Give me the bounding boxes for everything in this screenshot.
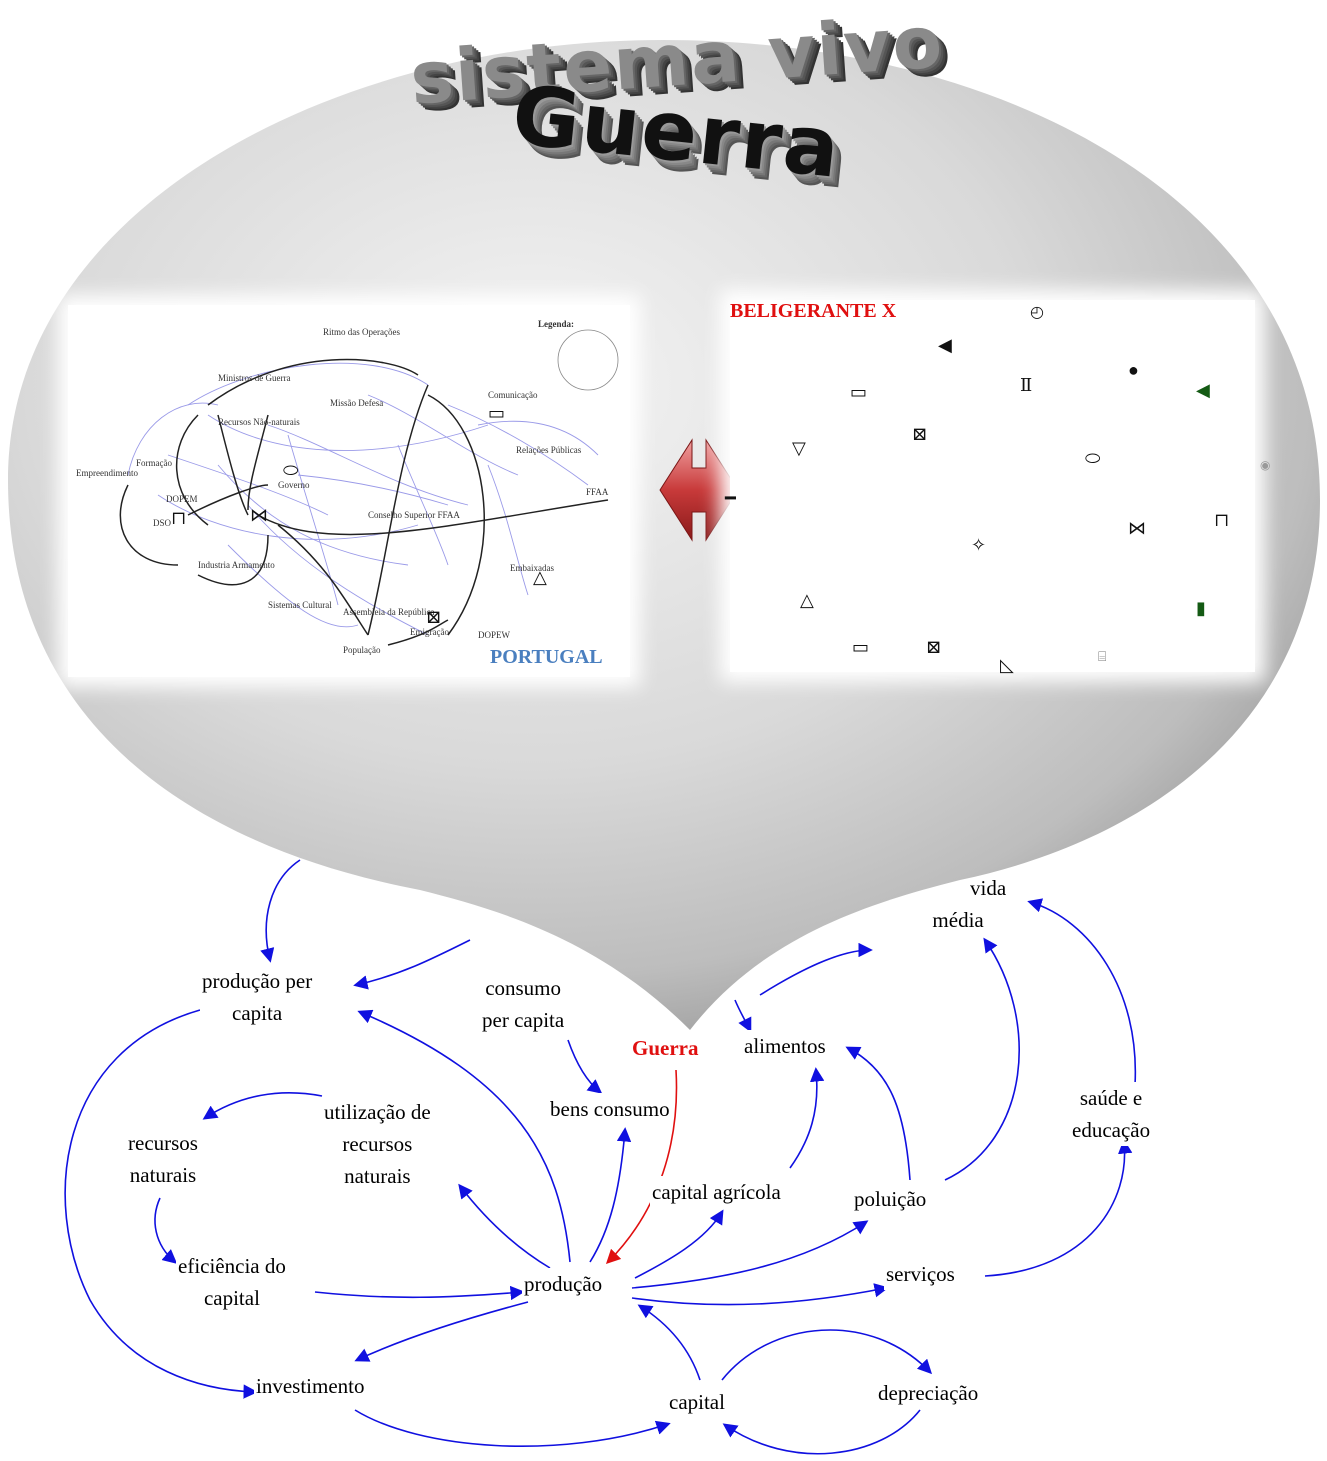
link-producao-to-bens bbox=[589, 1127, 632, 1263]
pt-node-embaixadas: Embaixadas bbox=[510, 563, 554, 573]
link-alimentos-to-vida bbox=[759, 942, 873, 996]
link-ppc-to-investimento bbox=[64, 1009, 258, 1399]
link-poluicao-to-alimentos bbox=[845, 1046, 911, 1181]
down-triangle-icon: ▽ bbox=[792, 438, 806, 458]
link-capagr-to-alimentos bbox=[789, 1067, 825, 1169]
link-consumo-to-bens bbox=[567, 1039, 603, 1094]
pt-node-populacao: População bbox=[343, 645, 381, 655]
small-dot-icon: ◉ bbox=[1260, 458, 1271, 472]
pt-node-sistemas: Sistemas Cultural bbox=[268, 600, 332, 610]
bracket-icon: ⊓ bbox=[1214, 510, 1230, 530]
link-capital-to-producao bbox=[637, 1304, 701, 1381]
link-producao-to-investimento bbox=[354, 1301, 529, 1362]
clock-icon: ◴ bbox=[1030, 304, 1044, 321]
node-alimentos: alimentos bbox=[742, 1030, 828, 1062]
link-depreciacao-to-capital bbox=[722, 1409, 921, 1455]
green-block-icon: ▮ bbox=[1196, 598, 1206, 618]
link-producao-to-ppc bbox=[357, 1009, 571, 1263]
node-vida-media: vida média bbox=[932, 876, 1007, 932]
pt-node-dopew: DOPEW bbox=[478, 630, 510, 640]
pt-bow-icon: ⋈ bbox=[250, 505, 268, 525]
pt-node-ministros: Ministros de Guerra bbox=[218, 373, 291, 383]
link-guerra-to-producao bbox=[605, 1069, 678, 1265]
set-square-icon: ◺ bbox=[1000, 655, 1014, 675]
pt-node-formacao: Formação bbox=[136, 458, 172, 468]
node-utilizacao: utilização de recursos naturais bbox=[322, 1096, 433, 1192]
pt-node-dopem: DOPEM bbox=[166, 494, 198, 504]
link-capital-to-depreciacao bbox=[721, 1329, 933, 1381]
link-servicos-to-saude bbox=[984, 1139, 1133, 1277]
arrowhead-icon: ◀ bbox=[938, 335, 952, 355]
link-producao-to-capital-agricola bbox=[634, 1209, 724, 1279]
beligerante-panel: BELIGERANTE X ◴ ◀ ● Ⅱ ◀ ▭ ⊠ ▽ ⬭ ⋈ ⊓ ✧ △ … bbox=[730, 300, 1255, 675]
x-box-icon: ⊠ bbox=[926, 637, 942, 657]
bowtie-box-icon: ⊠ bbox=[912, 424, 928, 444]
node-servicos: serviços bbox=[884, 1258, 957, 1290]
pt-node-dso: DSO bbox=[153, 518, 172, 528]
cylinder-icon: ⌸ bbox=[1098, 650, 1107, 665]
drop-icon: ● bbox=[1128, 360, 1139, 380]
portugal-label: PORTUGAL bbox=[490, 646, 603, 668]
pt-node-conselho: Conselho Superior FFAA bbox=[368, 510, 460, 520]
camera-rect-icon: ▭ bbox=[852, 637, 870, 657]
hourglass-box-icon: ⋈ bbox=[1128, 518, 1146, 538]
chevron-green-icon: ◀ bbox=[1196, 380, 1210, 400]
node-investimento: investimento bbox=[254, 1370, 367, 1402]
link-poluicao-to-vida bbox=[944, 937, 1020, 1181]
node-producao-per-capita: produção per capita bbox=[200, 965, 315, 1029]
pt-node-ffaa: FFAA bbox=[586, 487, 609, 497]
pt-rect-icon: ▭ bbox=[488, 403, 506, 423]
node-poluicao: poluição bbox=[852, 1183, 929, 1215]
portugal-panel: Ritmo das Operações Ministros de Guerra … bbox=[68, 305, 630, 677]
link-utilizacao-to-recursos bbox=[202, 1092, 323, 1120]
link-eficiencia-to-producao bbox=[314, 1285, 525, 1301]
rectangle-tab-icon: ▭ bbox=[850, 382, 868, 402]
pt-triangle-icon: △ bbox=[533, 567, 547, 587]
portugal-diagram bbox=[119, 329, 619, 646]
node-consumo-per-capita: consumo per capita bbox=[482, 976, 565, 1032]
pt-node-missao: Missão Defesa bbox=[330, 398, 384, 408]
link-investimento-to-capital bbox=[354, 1409, 671, 1448]
link-saude-to-vida bbox=[1027, 898, 1137, 1086]
node-saude-educacao: saúde e educação bbox=[1070, 1082, 1153, 1146]
pt-node-assembleia: Assembleia da República bbox=[343, 607, 435, 617]
node-bens-consumo: bens consumo bbox=[548, 1093, 672, 1125]
pt-node-legenda: Legenda: bbox=[538, 319, 574, 329]
pt-node-relacoes: Relações Públicas bbox=[516, 445, 582, 455]
pt-node-comunicacao: Comunicação bbox=[488, 390, 538, 400]
pt-node-empreend: Empreendimento bbox=[76, 468, 138, 478]
link-producao-to-servicos bbox=[631, 1283, 889, 1306]
link-recursos-to-eficiencia bbox=[154, 1197, 178, 1264]
link-producao-to-poluicao bbox=[631, 1220, 869, 1289]
star-icon: ✧ bbox=[971, 535, 987, 555]
pt-node-ritmo: Ritmo das Operações bbox=[323, 327, 400, 337]
beligerante-label: BELIGERANTE X bbox=[730, 300, 897, 322]
pt-node-governo: Governo bbox=[278, 480, 310, 490]
pt-box-icon: ⊠ bbox=[426, 607, 442, 627]
node-eficiencia: eficiência do capital bbox=[176, 1250, 288, 1314]
dash-line-icon: ━ bbox=[725, 488, 736, 508]
gemini-icon: Ⅱ bbox=[1020, 375, 1033, 395]
node-recursos-naturais: recursos naturais bbox=[126, 1127, 200, 1191]
link-alimentos-stub bbox=[734, 999, 752, 1033]
pt-node-recursos: Recursos Não-naturais bbox=[218, 417, 300, 427]
link-top-to-producao-per-capita bbox=[260, 859, 301, 963]
ellipse-icon: ⬭ bbox=[1085, 448, 1101, 468]
node-depreciacao: depreciação bbox=[876, 1377, 981, 1409]
link-producao-to-utilizacao bbox=[458, 1183, 551, 1269]
node-capital-agricola: capital agrícola bbox=[650, 1176, 783, 1208]
triangle-icon: △ bbox=[800, 590, 814, 610]
node-guerra: Guerra bbox=[630, 1032, 701, 1064]
link-consumo-to-ppc bbox=[353, 939, 471, 990]
pt-node-emigracao: Emigração bbox=[410, 627, 449, 637]
node-producao: produção bbox=[522, 1268, 605, 1300]
pt-ellipse-icon: ⬭ bbox=[283, 460, 299, 480]
pt-node-industria: Industria Armamento bbox=[198, 560, 275, 570]
speech-bubble bbox=[8, 40, 1320, 1030]
pt-bracket-icon: ⊓ bbox=[171, 508, 187, 528]
node-capital: capital bbox=[667, 1386, 727, 1418]
